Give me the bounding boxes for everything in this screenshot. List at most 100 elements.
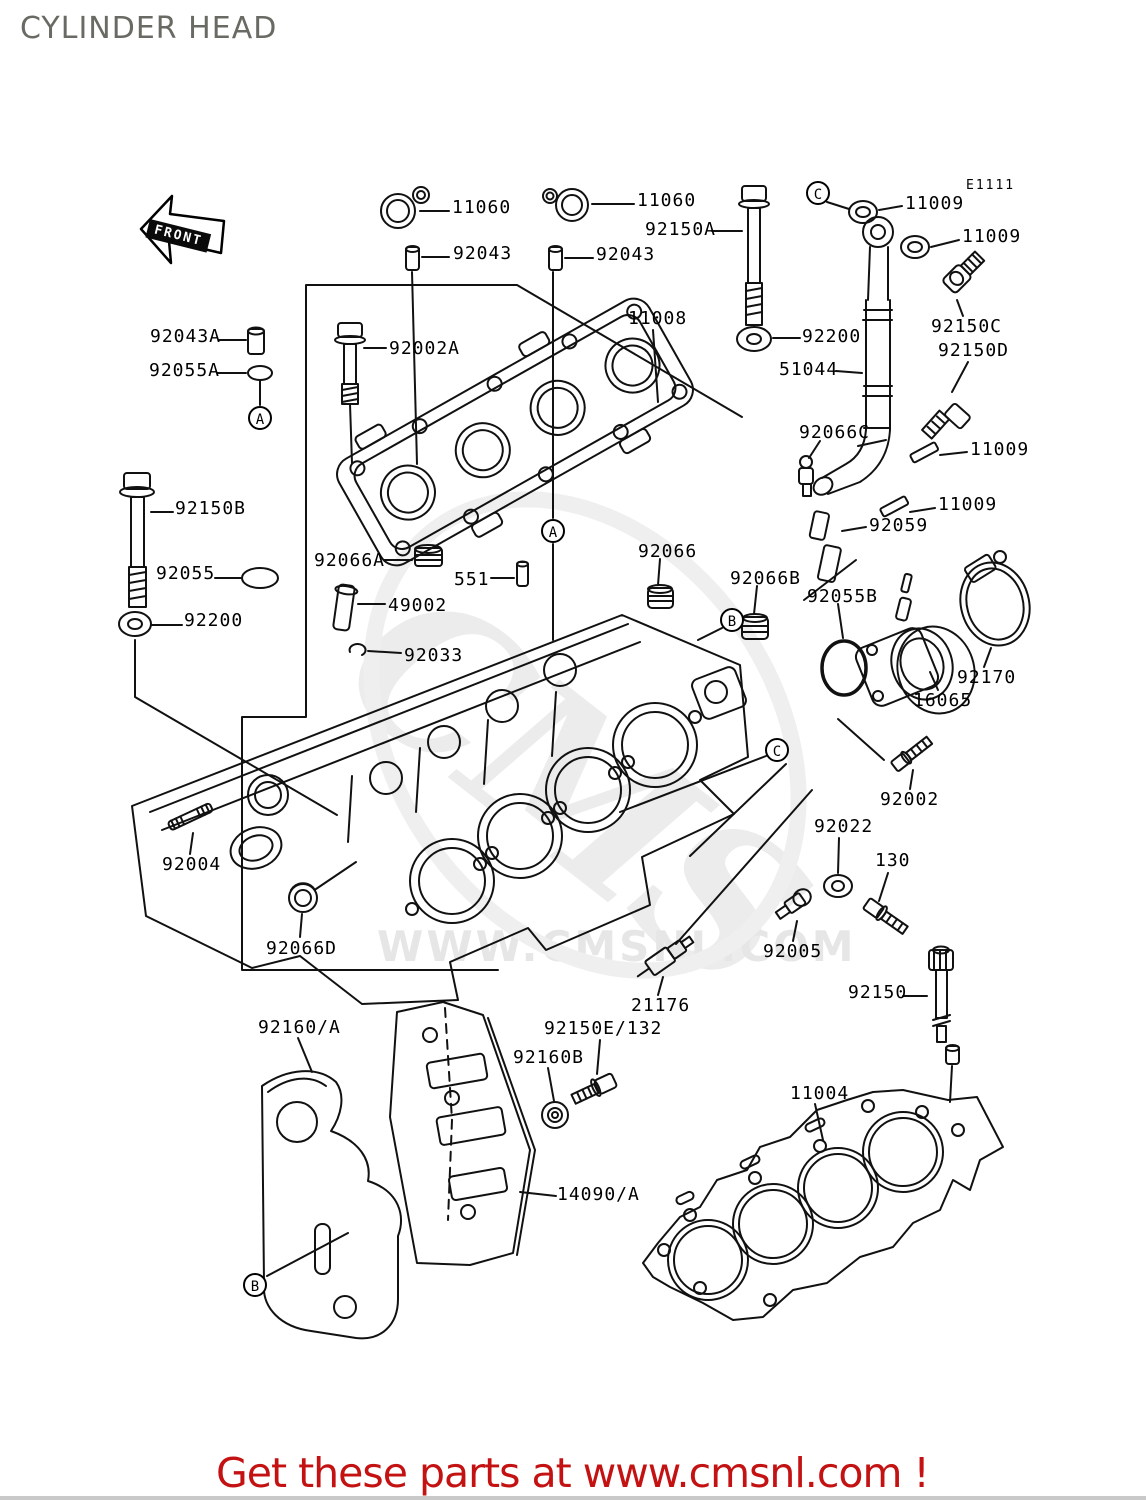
part-label-92150D: 92150D [938,340,1010,361]
part-label-551: 551 [454,569,490,590]
part-label-11009-1: 11009 [905,193,965,214]
part-label-11009-2: 11009 [962,226,1022,247]
part-label-92022: 92022 [814,816,874,837]
part-label-16065: 16065 [913,690,973,711]
part-92043-right [548,245,563,271]
part-label-92200-2: 92200 [802,326,862,347]
banjo-bolt-and-hose-51044 [812,216,894,496]
part-92055B [820,639,868,697]
part-92002-bolt [890,735,934,772]
part-11009-washer-2 [900,235,930,259]
part-label-92200-1: 92200 [184,610,244,631]
part-11009-pin-3 [909,441,940,464]
part-label-92066D: 92066D [266,938,338,959]
cap-92066B [741,613,769,640]
part-label-92033: 92033 [404,645,464,666]
valve-guide-49002 [332,583,359,632]
part-label-92160B: 92160B [513,1047,585,1068]
part-130-bolt [862,897,909,935]
part-label-92066B: 92066B [730,568,802,589]
part-label-92150: 92150 [848,982,908,1003]
intake-boot-16065 [854,572,976,715]
plug-92066D [288,882,318,913]
part-11060-right [542,188,589,222]
valve-cover-drawing [336,297,694,567]
callout-B-1: B [720,608,744,632]
part-92200-right [736,326,772,352]
part-label-92002A: 92002A [389,338,461,359]
outer-cover-92160A [261,1070,403,1340]
callout-A-2: A [541,519,565,543]
part-label-92055B: 92055B [807,586,879,607]
part-92150A-bolt [738,185,770,326]
part-92200-left [118,611,152,637]
part-11009-washer-1 [848,200,878,224]
part-92002A-bolt [334,322,366,405]
part-label-92066A: 92066A [314,550,386,571]
part-label-51044: 51044 [779,359,839,380]
clamp-92170 [959,550,1031,647]
part-11060-left [380,186,430,229]
bottom-divider [0,1496,1146,1500]
diagram-code: E1111 [966,178,1016,193]
part-label-130: 130 [875,850,911,871]
part-label-11009-3: 11009 [970,439,1030,460]
part-label-11009-4: 11009 [938,494,998,515]
part-92043-left [405,245,420,271]
part-label-49002: 49002 [388,595,448,616]
part-label-92150E-132: 92150E/132 [544,1018,663,1039]
part-label-92150A: 92150A [645,219,717,240]
part-label-92055: 92055 [156,563,216,584]
callout-C-2: C [765,738,789,762]
part-label-92150B: 92150B [175,498,247,519]
cmsnl-promo-text[interactable]: Get these parts at www.cmsnl.com ! [216,1449,930,1497]
part-label-92004: 92004 [162,854,222,875]
part-label-14090A: 14090/A [557,1184,640,1205]
part-label-92170: 92170 [957,667,1017,688]
part-label-11004: 11004 [790,1083,850,1104]
part-92150C-bolt [942,250,986,294]
cap-92066 [647,584,674,609]
part-11009-pin-4 [879,495,910,518]
part-label-21176: 21176 [631,995,691,1016]
part-label-92160A: 92160/A [258,1017,341,1038]
part-label-11008: 11008 [628,308,688,329]
part-92150B-bolt [119,472,155,608]
part-label-11060-1: 11060 [452,197,512,218]
pin-551 [516,560,529,587]
callout-B-2: B [243,1273,267,1297]
part-92005-sensor [774,888,812,920]
callout-A-1: A [248,406,272,430]
bolt-92150E [570,1072,618,1105]
part-92066C [798,455,814,497]
spark-plug-21176 [636,935,695,978]
cap-92066A [414,544,443,567]
part-92022-washer [823,874,853,898]
page-title: CYLINDER HEAD [20,11,278,46]
part-92055 [241,567,279,589]
clip-92033 [348,643,367,656]
callout-C-1: C [806,181,830,205]
head-gasket-11004 [642,1089,1004,1321]
part-label-92150C: 92150C [931,316,1003,337]
part-92059 [808,510,842,583]
part-label-92066: 92066 [638,541,698,562]
part-92150D-bolt [921,402,971,440]
part-92150-bolt [928,945,954,1043]
stud-92004 [167,802,214,831]
part-label-92005: 92005 [763,941,823,962]
part-label-92059: 92059 [869,515,929,536]
part-92043A [247,326,265,355]
cylinder-head-drawing [131,614,749,1005]
grommet-92160B [541,1101,569,1129]
part-label-92043-2: 92043 [596,244,656,265]
dowel-on-gasket [945,1044,960,1065]
part-label-92066C: 92066C [799,422,871,443]
part-label-92002: 92002 [880,789,940,810]
part-label-92043-1: 92043 [453,243,513,264]
part-label-92043A: 92043A [150,326,222,347]
part-label-11060-2: 11060 [637,190,697,211]
part-label-92055A: 92055A [149,360,221,381]
